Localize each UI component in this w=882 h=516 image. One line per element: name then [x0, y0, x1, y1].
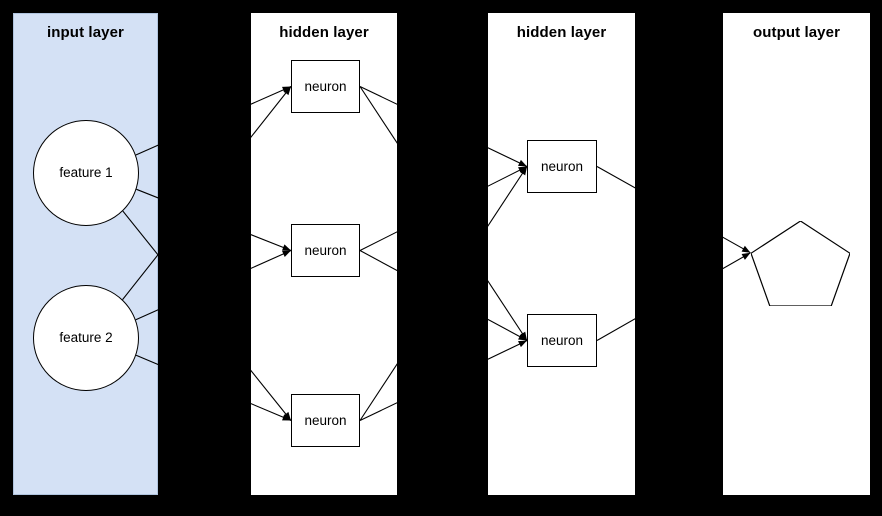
layer-title-output: output layer [752, 24, 841, 41]
node-hidden2-neuron-1[interactable]: neuron [527, 140, 597, 193]
node-feature-2[interactable]: feature 2 [33, 285, 139, 391]
node-hidden1-neuron-2[interactable]: neuron [291, 224, 360, 277]
node-label: neuron [540, 158, 584, 174]
node-label: neuron [304, 242, 347, 258]
node-hidden1-neuron-1[interactable]: neuron [291, 60, 360, 113]
node-label: output [850, 260, 882, 275]
pentagon-shape [749, 219, 851, 307]
layer-title-input: input layer [47, 24, 124, 41]
node-label: neuron [540, 332, 584, 348]
layer-panel-hidden-2: hidden layer [488, 13, 635, 495]
node-hidden2-neuron-2[interactable]: neuron [527, 314, 597, 367]
layer-title-hidden-2: hidden layer [516, 24, 607, 41]
layer-panel-input: input layer [13, 13, 158, 495]
node-label: neuron [304, 412, 347, 428]
node-label: feature 1 [59, 165, 113, 181]
node-output[interactable]: output [749, 219, 882, 307]
layer-title-hidden-1: hidden layer [279, 24, 369, 41]
node-feature-1[interactable]: feature 1 [33, 120, 139, 226]
node-label: feature 2 [59, 330, 113, 346]
node-hidden1-neuron-3[interactable]: neuron [291, 394, 360, 447]
node-label: neuron [304, 78, 347, 94]
